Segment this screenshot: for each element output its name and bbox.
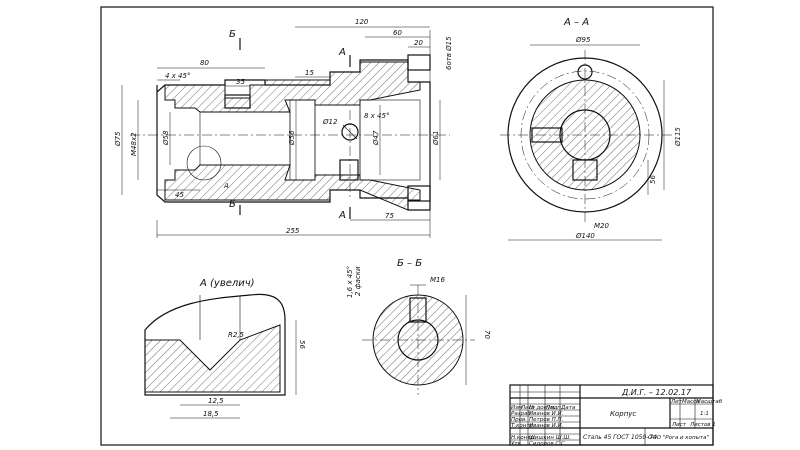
dim-20: 20 <box>414 39 423 47</box>
name-3: Шишкин Ш.Ш. <box>529 435 571 441</box>
role-4: Утв. <box>511 441 523 447</box>
dim-chamfer-1-6: 1,6 x 45° <box>346 266 354 298</box>
cut-a-bottom-label: А <box>338 210 346 221</box>
title-block: Д.И.Г. – 12.02.17 Корпус Сталь 45 ГОСТ 1… <box>509 384 723 447</box>
sheet-label: Лист <box>671 422 687 428</box>
detail-view-a: А (увелич) R2,5 12,5 18,5 56 <box>144 278 306 419</box>
dim-75: 75 <box>385 212 394 220</box>
dim-70: 70 <box>483 330 491 339</box>
dim-12-5: 12,5 <box>208 397 224 405</box>
dim-d115: Ø115 <box>674 127 682 147</box>
sheet-frame <box>100 6 714 446</box>
detail-view-title: А (увелич) <box>199 278 255 289</box>
col-scale: Масштаб <box>696 399 723 405</box>
sheets-label: Листов 1 <box>689 422 716 428</box>
name-2: Иванов И.И. <box>529 423 564 429</box>
cut-b-top-label: Б <box>229 29 236 40</box>
dim-120: 120 <box>355 18 369 26</box>
role-3: Н.контр. <box>511 435 536 441</box>
dim-d47: Ø47 <box>372 130 380 146</box>
dim-56-aa: 56 <box>649 175 657 184</box>
cut-b-bottom-label: Б <box>229 199 236 210</box>
company: ООО "Рога и копыта" <box>648 435 709 441</box>
name-1: Петров П.П. <box>529 417 564 423</box>
col-mass: Масса <box>682 399 700 405</box>
dim-d12: Ø12 <box>322 118 338 126</box>
cut-a-top-label: А <box>338 47 346 58</box>
dim-56-detail: 56 <box>298 340 306 349</box>
dim-d75: Ø75 <box>114 131 122 147</box>
dim-m16: M16 <box>430 276 445 284</box>
dim-18-5: 18,5 <box>203 410 219 418</box>
dim-d95: Ø95 <box>575 36 591 44</box>
scale-value: 1:1 <box>700 411 709 417</box>
dim-d56: Ø56 <box>288 130 296 146</box>
dim-d61: Ø61 <box>432 131 440 146</box>
row-header-0: Изм <box>511 405 522 411</box>
material: Сталь 45 ГОСТ 1050–74 <box>583 434 657 441</box>
detail-a-marker: А <box>223 182 229 190</box>
name-0: Иванов И.И. <box>529 411 564 417</box>
dim-35: 35 <box>236 78 245 86</box>
dim-m20: M20 <box>594 222 609 230</box>
dim-45: 45 <box>175 191 184 199</box>
row-header-4: Дата <box>560 405 576 411</box>
col-lit: Лит <box>670 399 683 405</box>
main-view: 120 60 20 80 4 x 45° 35 15 8 x 45° Ø12 4… <box>114 18 453 238</box>
dim-chamfer-note: 2 фаски <box>354 266 362 296</box>
dim-r25: R2,5 <box>228 331 245 339</box>
section-a-a-title: А – А <box>563 17 589 28</box>
dim-80: 80 <box>200 59 209 67</box>
dim-15: 15 <box>305 69 314 77</box>
dim-255: 255 <box>286 227 300 235</box>
section-b-b-title: Б – Б <box>397 258 422 269</box>
role-2: Т.контр. <box>511 423 535 429</box>
dim-thread-m48: M48x2 <box>130 132 138 156</box>
dim-60: 60 <box>393 29 402 37</box>
doc-number: Д.И.Г. – 12.02.17 <box>621 388 692 397</box>
dim-d140: Ø140 <box>575 232 595 240</box>
dim-holes-15: 6отв Ø15 <box>445 36 453 70</box>
dim-chamfer-4: 4 x 45° <box>165 72 190 80</box>
role-0: Разраб. <box>511 411 533 417</box>
section-a-a: А – А Ø95 Ø140 M20 Ø115 56 <box>500 17 682 241</box>
row-header-1: Лист <box>520 405 536 411</box>
section-b-b: Б – Б M16 70 1,6 x 45° 2 фаски <box>346 258 491 395</box>
name-4: Сидоров С.С. <box>529 441 567 447</box>
part-name: Корпус <box>610 410 636 418</box>
dim-d58: Ø58 <box>162 130 170 146</box>
row-header-3: Подп. <box>546 405 563 411</box>
dim-chamfer-8: 8 x 45° <box>364 112 389 120</box>
row-header-2: № докум. <box>528 405 556 411</box>
role-1: Пров. <box>511 417 527 423</box>
